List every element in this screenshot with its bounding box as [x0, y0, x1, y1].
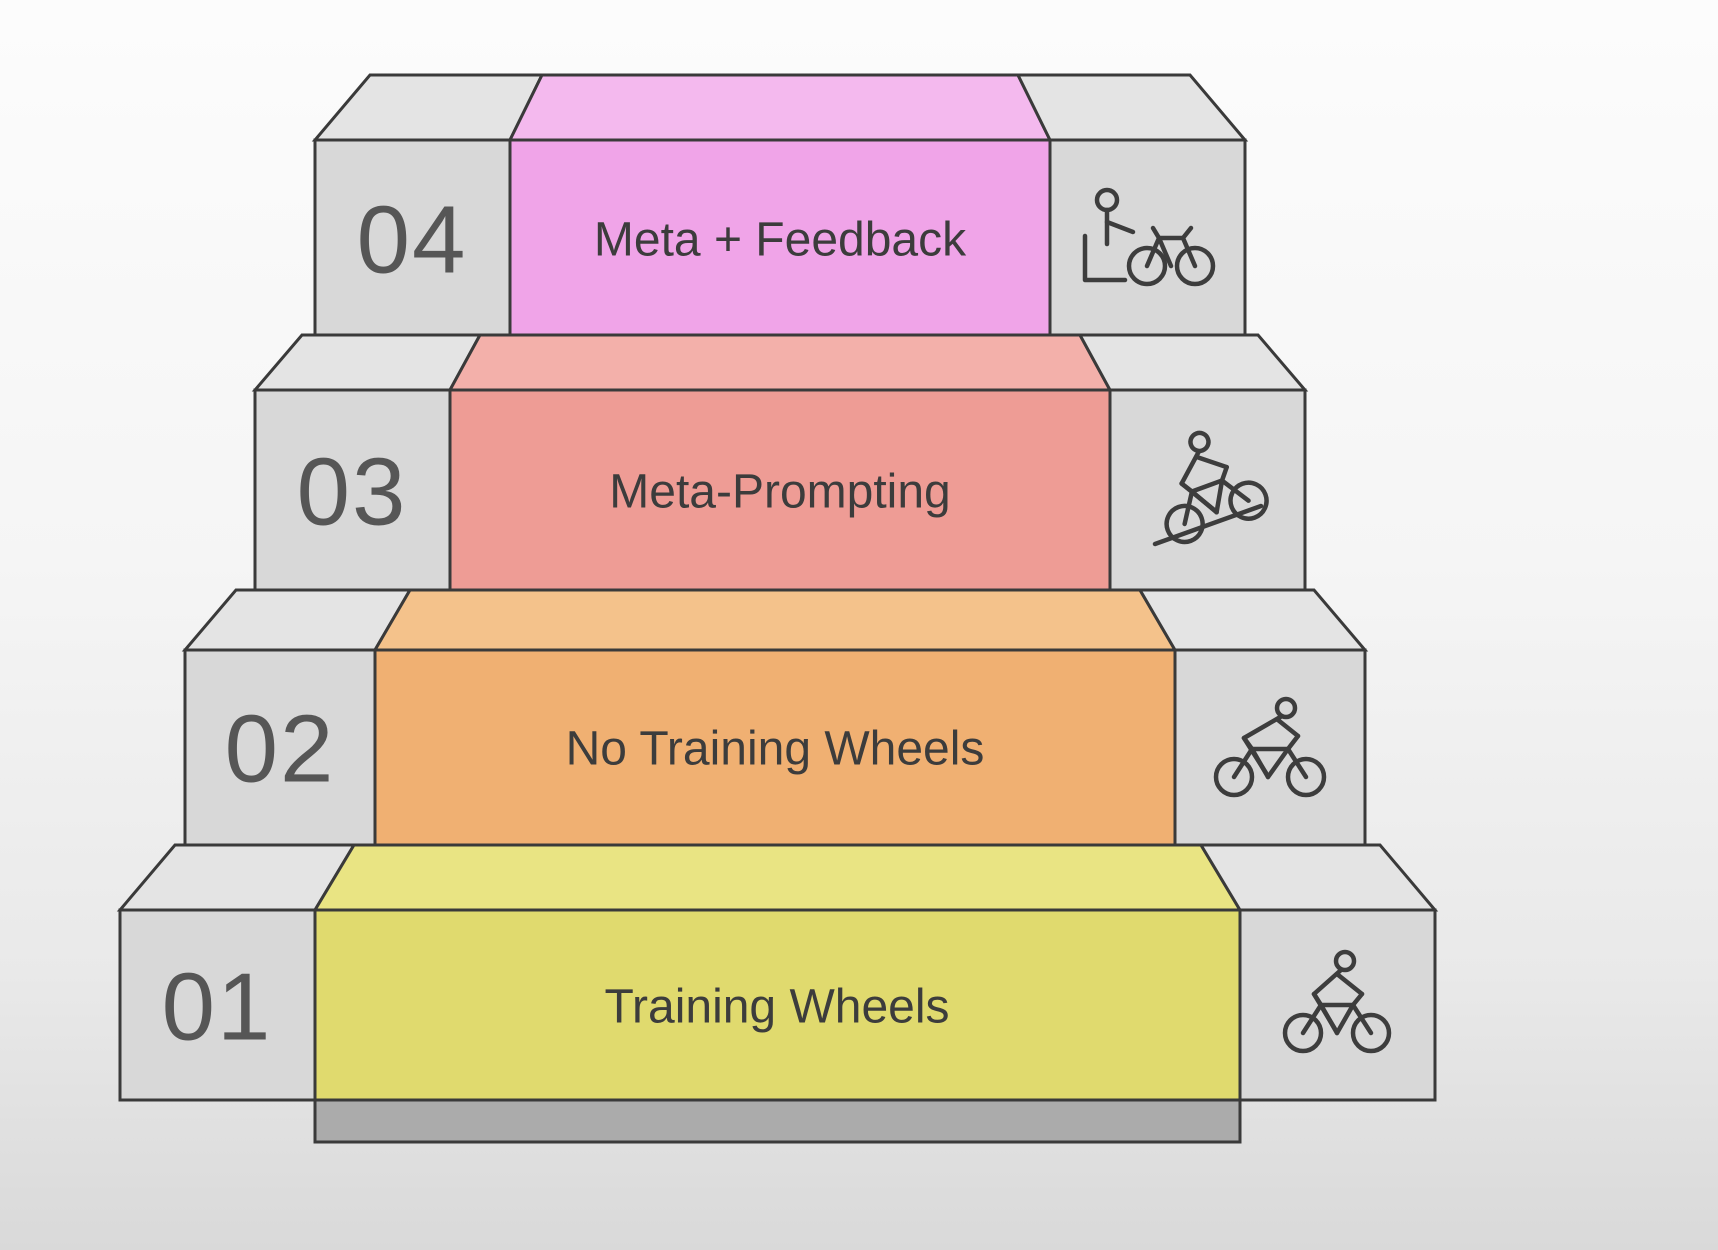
step-02-number: 02 [225, 696, 336, 803]
step-04-label: Meta + Feedback [594, 214, 967, 267]
step-02: 02 No Training Wheels [181, 588, 1369, 847]
step-01-left-top-face [116, 843, 357, 912]
step-04-center-top-face [507, 73, 1053, 142]
step-03: 03 Meta-Prompting [251, 333, 1309, 592]
step-03-label: Meta-Prompting [609, 466, 950, 519]
leaning-cyclist-icon [1213, 696, 1327, 798]
base-shadow [313, 1098, 1242, 1144]
step-01-label-bar [313, 908, 1242, 1102]
step-04-left-top-face [311, 73, 545, 142]
person-with-bike-icon [1082, 187, 1216, 287]
step-03-icon-block [1108, 388, 1307, 592]
step-04-label-bar [508, 138, 1052, 337]
step-01-number-block [118, 908, 317, 1102]
step-01-right-top-face [1198, 843, 1439, 912]
step-03-label-bar [448, 388, 1112, 592]
step-02-label: No Training Wheels [566, 723, 985, 776]
step-02-center-top-face [372, 588, 1178, 652]
step-01-label: Training Wheels [604, 981, 949, 1034]
step-04-icon-block [1048, 138, 1247, 337]
step-04-number-block [313, 138, 512, 337]
step-03-center-top-face [447, 333, 1113, 392]
step-01-center-top-face [312, 843, 1243, 912]
step-04-right-top-face [1015, 73, 1249, 142]
step-02-right-top-face [1137, 588, 1369, 652]
step-03-number: 03 [297, 439, 408, 546]
step-03-right-top-face [1077, 333, 1309, 392]
step-02-left-top-face [181, 588, 413, 652]
step-04-number: 04 [357, 187, 468, 294]
step-01: 01 Training Wheels [116, 843, 1439, 1102]
step-02-label-bar [373, 648, 1177, 847]
uphill-cyclist-icon [1152, 430, 1269, 547]
step-01-number: 01 [162, 954, 273, 1061]
step-04: 04 Meta + Feedback [311, 73, 1249, 337]
step-03-left-top-face [251, 333, 483, 392]
cyclist-icon [1282, 949, 1392, 1054]
